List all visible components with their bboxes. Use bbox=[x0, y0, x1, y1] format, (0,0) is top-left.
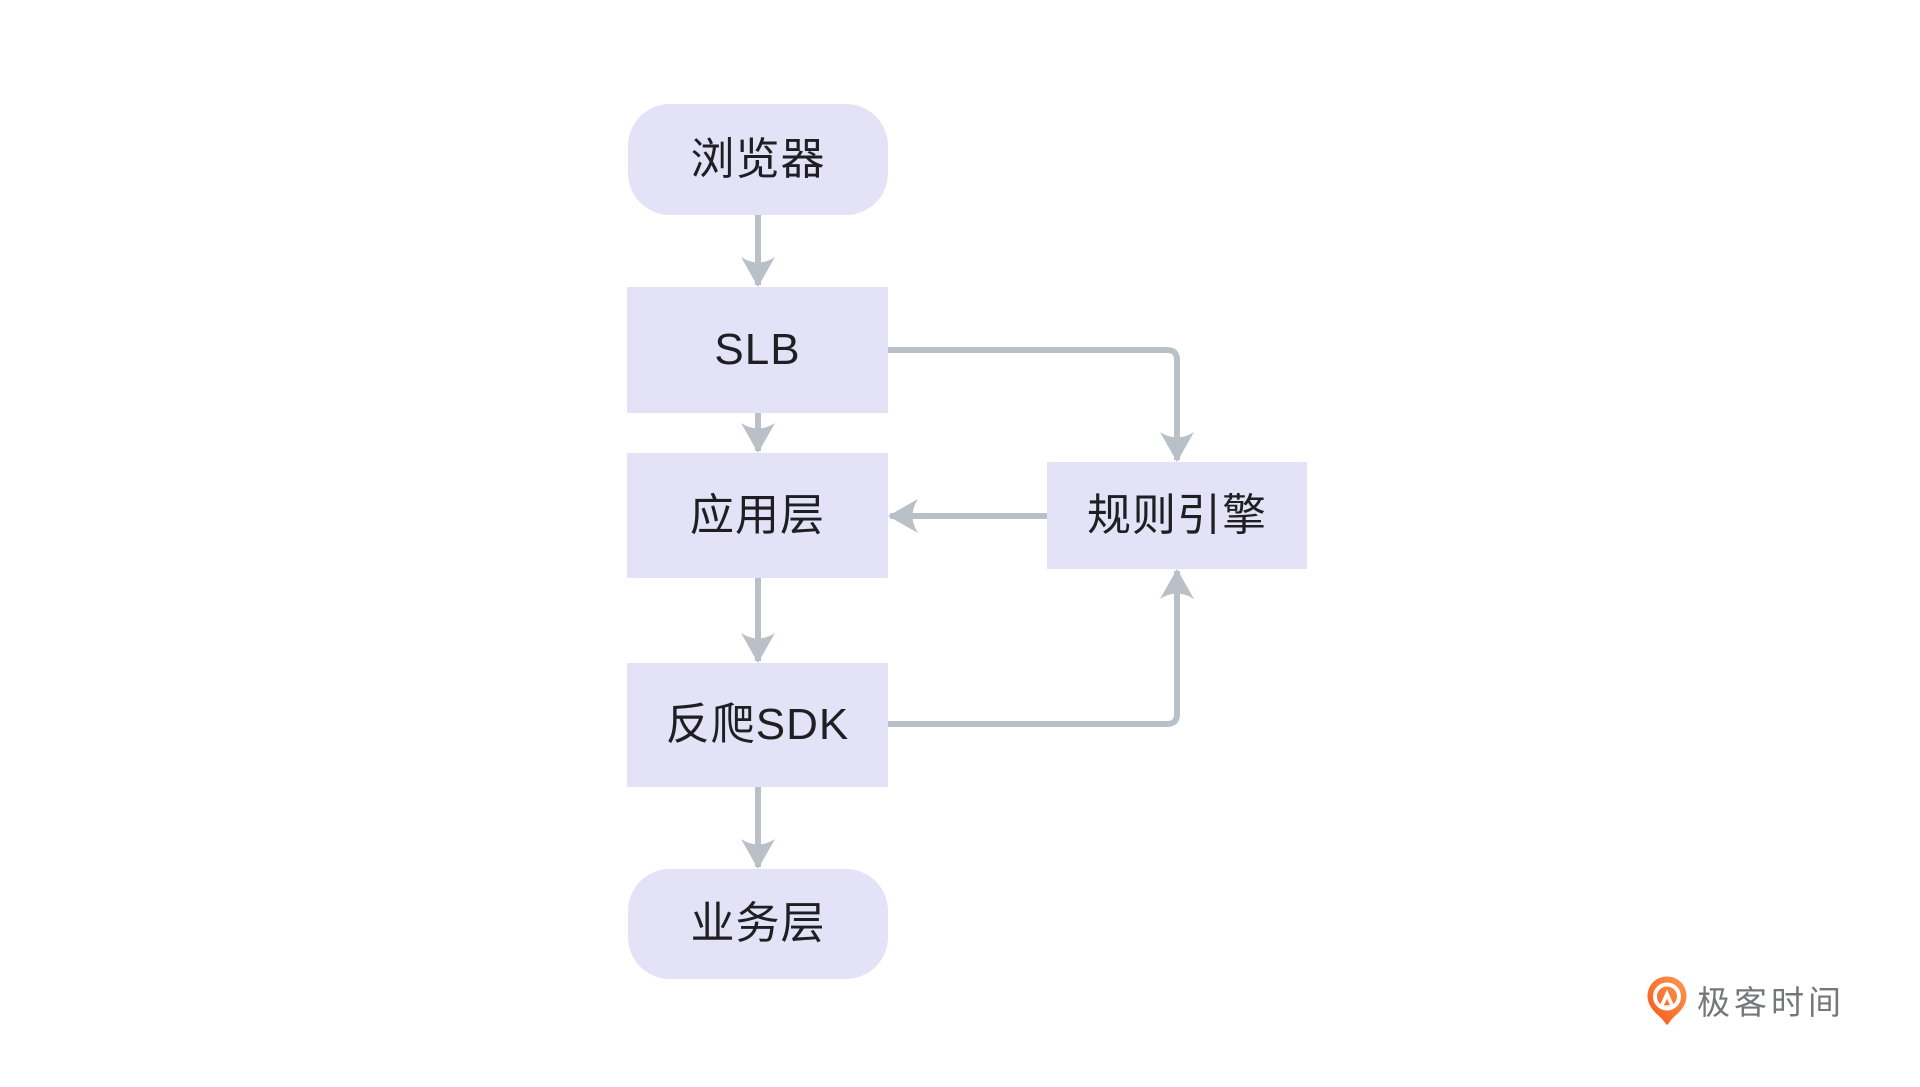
arrow-slb-to-rules bbox=[888, 347, 1194, 462]
node-app-layer: 应用层 bbox=[627, 453, 888, 578]
geektime-logo-icon bbox=[1647, 976, 1687, 1025]
node-slb: SLB bbox=[627, 287, 888, 413]
geektime-logo: 极客时间 bbox=[1647, 976, 1845, 1029]
node-anti-crawler-sdk: 反爬SDK bbox=[627, 663, 888, 787]
node-business-layer: 业务层 bbox=[628, 869, 888, 979]
node-rule-engine: 规则引擎 bbox=[1047, 462, 1307, 569]
arrow-sdk-to-rules bbox=[888, 569, 1194, 727]
geektime-logo-text: 极客时间 bbox=[1697, 984, 1845, 1021]
node-browser: 浏览器 bbox=[628, 104, 888, 215]
